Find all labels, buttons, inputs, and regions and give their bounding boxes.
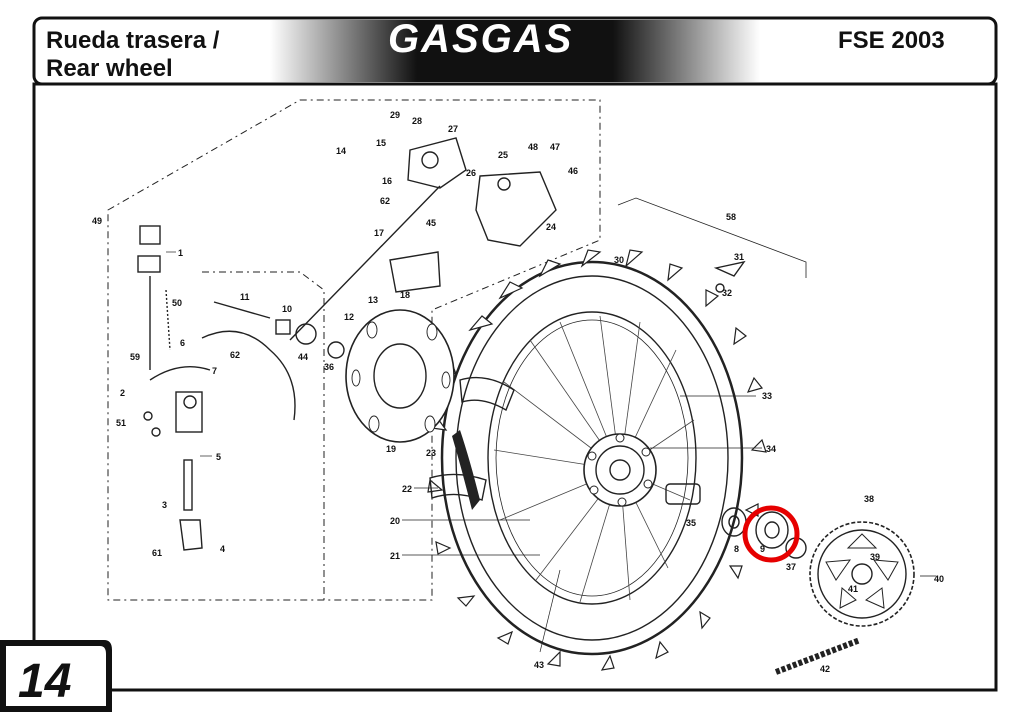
callout-8: 8 xyxy=(734,544,739,554)
callout-34: 34 xyxy=(766,444,776,454)
callout-30: 30 xyxy=(614,255,624,265)
callout-50: 50 xyxy=(172,298,182,308)
callout-20: 20 xyxy=(390,516,400,526)
callout-38: 38 xyxy=(864,494,874,504)
callout-2: 2 xyxy=(120,388,125,398)
rear-wheel xyxy=(427,249,767,671)
callout-48: 48 xyxy=(528,142,538,152)
callout-16: 16 xyxy=(382,176,392,186)
brake-group-outline xyxy=(107,99,601,601)
callout-17: 17 xyxy=(374,228,384,238)
callout-43: 43 xyxy=(534,660,544,670)
callout-58: 58 xyxy=(726,212,736,222)
callout-31: 31 xyxy=(734,252,744,262)
callout-labels: 1 2 3 4 5 6 7 8 9 10 11 12 13 14 15 16 1… xyxy=(92,110,944,674)
callout-15: 15 xyxy=(376,138,386,148)
callout-7: 7 xyxy=(212,366,217,376)
callout-4: 4 xyxy=(220,544,225,554)
model-label: FSE 2003 xyxy=(838,27,945,54)
callout-39: 39 xyxy=(870,552,880,562)
callout-28: 28 xyxy=(412,116,422,126)
callout-41: 41 xyxy=(848,584,858,594)
callout-6: 6 xyxy=(180,338,185,348)
callout-11: 11 xyxy=(240,292,250,302)
brake-disc xyxy=(345,309,455,443)
callout-62-a: 62 xyxy=(380,196,390,206)
callout-51: 51 xyxy=(116,418,126,428)
callout-19: 19 xyxy=(386,444,396,454)
callout-23: 23 xyxy=(426,448,436,458)
callout-36: 36 xyxy=(324,362,334,372)
callout-5: 5 xyxy=(216,452,221,462)
callout-3: 3 xyxy=(162,500,167,510)
page-number: 14 xyxy=(18,655,71,708)
callout-10: 10 xyxy=(282,304,292,314)
callout-21: 21 xyxy=(390,551,400,561)
callout-leaders xyxy=(166,251,762,653)
caliper-subgroup-outline xyxy=(202,271,325,600)
brake-caliper-parts xyxy=(137,137,557,551)
callout-62-b: 62 xyxy=(230,350,240,360)
group-58-bracket xyxy=(617,197,807,278)
callout-24: 24 xyxy=(546,222,556,232)
callout-40: 40 xyxy=(934,574,944,584)
drive-chain xyxy=(774,637,862,675)
callout-49: 49 xyxy=(92,216,102,226)
brand-logo: GASGAS xyxy=(388,17,573,61)
title-line-1: Rueda trasera / xyxy=(46,27,220,54)
header-bar: Rueda trasera / Rear wheel GASGAS FSE 20… xyxy=(32,16,998,86)
callout-27: 27 xyxy=(448,124,458,134)
highlight-circle xyxy=(742,505,800,563)
diagram-frame xyxy=(32,82,998,692)
callout-42: 42 xyxy=(820,664,830,674)
callout-33: 33 xyxy=(762,391,772,401)
callout-32: 32 xyxy=(722,288,732,298)
title-line-2: Rear wheel xyxy=(46,55,173,82)
tube-and-rimstrip xyxy=(429,376,515,510)
callout-61: 61 xyxy=(152,548,162,558)
callout-35: 35 xyxy=(686,518,696,528)
callout-29: 29 xyxy=(390,110,400,120)
callout-9: 9 xyxy=(760,544,765,554)
callout-13: 13 xyxy=(368,295,378,305)
callout-59: 59 xyxy=(130,352,140,362)
callout-37: 37 xyxy=(786,562,796,572)
rear-sprocket xyxy=(809,521,936,627)
callout-12: 12 xyxy=(344,312,354,322)
callout-25: 25 xyxy=(498,150,508,160)
callout-18: 18 xyxy=(400,290,410,300)
callout-1: 1 xyxy=(178,248,183,258)
callout-45: 45 xyxy=(426,218,436,228)
valve-parts xyxy=(713,260,746,293)
callout-47: 47 xyxy=(550,142,560,152)
callout-14: 14 xyxy=(336,146,346,156)
callout-46: 46 xyxy=(568,166,578,176)
callout-44: 44 xyxy=(298,352,308,362)
page-number-tab: 14 xyxy=(0,640,112,712)
callout-22: 22 xyxy=(402,484,412,494)
callout-26: 26 xyxy=(466,168,476,178)
